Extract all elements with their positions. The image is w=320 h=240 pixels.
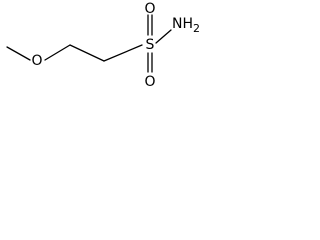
atom-label-amine: NH2 [172,16,200,35]
bonds [6,14,172,73]
atom-label-sulfonyl-oxygen-bottom: O [144,74,155,88]
amine-subscript: 2 [193,22,200,35]
bond-oxygen-ch2 [44,44,71,61]
bond-ch2-ch2 [69,44,105,62]
amine-symbol: NH [172,16,193,32]
bond-ch2-sulfur [103,44,143,62]
atom-label-sulfonyl-oxygen-top: O [144,1,155,17]
atom-label-ether-oxygen: O [31,53,42,69]
structure-diagram: O S O O NH2 [6,1,200,88]
bond-methyl-oxygen [6,46,31,61]
atom-labels: O S O O NH2 [31,1,200,88]
bond-sulfur-nitrogen [155,29,172,44]
atom-label-sulfur: S [146,37,155,53]
